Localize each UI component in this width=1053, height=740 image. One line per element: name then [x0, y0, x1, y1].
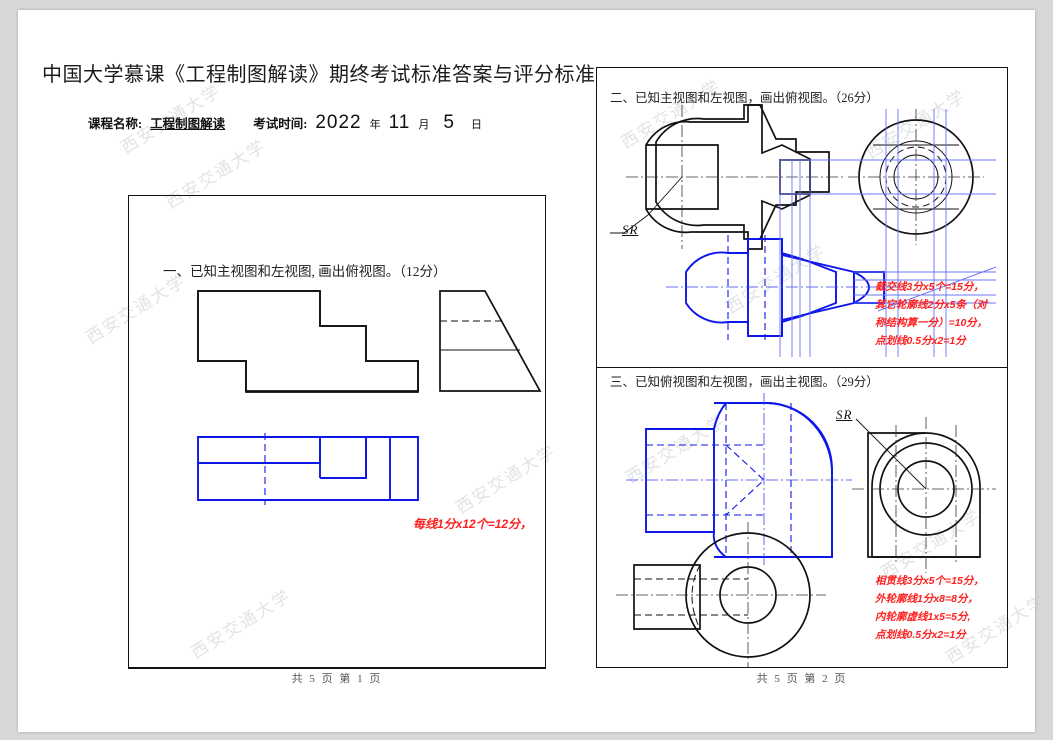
front-view-outline-main — [726, 402, 833, 558]
exam-month: 11 — [388, 112, 411, 133]
month-unit: 月 — [418, 119, 430, 131]
annotation-pointer — [877, 266, 997, 312]
top-view-silhouette — [685, 238, 837, 337]
year-unit: 年 — [369, 119, 381, 131]
left-view-outline — [439, 290, 542, 392]
q3-left-view — [852, 417, 996, 573]
score-line: 点划线0.5分x2=1分 — [875, 629, 966, 641]
question-2-title: 二、已知主视图和左视图，画出俯视图。（26分） — [610, 91, 879, 105]
question-1-title: 一、已知主视图和左视图, 画出俯视图。（12分） — [163, 264, 447, 279]
sr-label-q2: SR — [622, 222, 639, 237]
score-line: 外轮廓线1分x8=8分， — [875, 593, 978, 605]
footer-left-rule — [128, 668, 546, 669]
exam-year: 2022 — [315, 112, 362, 133]
course-name-value: 工程制图解读 — [150, 117, 226, 131]
question-3-score-note: 相贯线3分x5个=15分， 外轮廓线1分x8=8分， 内轮廓虚线1x5=5分, … — [875, 572, 984, 644]
top-view-edge-3 — [320, 437, 367, 479]
score-line: 截交线3分x5个=15分， — [875, 281, 984, 293]
top-view-intersection-curve — [853, 271, 870, 304]
score-line: 其它轮廓线2分x5条（对 — [875, 299, 988, 311]
left-view-outline-left — [871, 432, 927, 557]
question-1-frame — [128, 195, 546, 668]
exam-time-label: 考试时间: — [253, 117, 308, 131]
page-title: 中国大学慕课《工程制图解读》期终考试标准答案与评分标准 — [42, 64, 596, 86]
score-line: 相贯线3分x5个=15分， — [875, 575, 984, 587]
front-view-outline — [197, 290, 419, 392]
front-view-step — [197, 290, 419, 393]
q2-projection-lines — [779, 109, 997, 357]
q3-front-view-answer — [626, 393, 852, 567]
q2-top-view-answer — [666, 235, 906, 340]
left-view-outline-right — [867, 432, 981, 558]
sr-leader-line — [647, 176, 683, 216]
top-view-edge-1 — [198, 437, 321, 464]
top-view-outline — [197, 436, 419, 501]
q2-left-view — [848, 109, 984, 245]
sr-leader-q3 — [855, 418, 927, 490]
sr-leader-tail — [610, 214, 649, 234]
score-line: 内轮廓虚线1x5=5分, — [875, 611, 971, 623]
exam-page: 西安交通大学 西安交通大学 西安交通大学 西安交通大学 西安交通大学 西安交通大… — [18, 10, 1049, 732]
question-1-score-note: 每线1分x12个=12分， — [413, 517, 533, 531]
course-name-label: 课程名称: — [88, 117, 143, 131]
question-2-frame — [596, 67, 1008, 367]
front-view-fillet-top — [713, 402, 727, 430]
exam-day: 5 — [443, 112, 455, 133]
front-view-fillet-bottom — [712, 531, 727, 558]
question-2-drawing — [610, 104, 997, 357]
top-view-answer — [197, 433, 419, 505]
day-unit: 日 — [470, 119, 482, 131]
question-2-score-note: 截交线3分x5个=15分， 其它轮廓线2分x5条（对 称结构算一分）=10分， … — [875, 278, 987, 350]
q2-front-view — [610, 104, 846, 250]
question-3-drawing — [616, 393, 996, 667]
intersection-curve — [725, 444, 765, 516]
question-3-title: 三、已知俯视图和左视图，画出主视图。（29分） — [610, 375, 879, 389]
score-line: 称结构算一分）=10分， — [875, 317, 988, 329]
q3-top-view — [616, 522, 826, 667]
exam-meta-row: 课程名称: 工程制图解读 考试时间: 2022 年 11 月 5 日 — [88, 112, 558, 134]
top-view-hidden-arc — [691, 564, 701, 630]
score-line: 点划线0.5分x2=1分 — [875, 335, 966, 347]
footer-page-1: 共 5 页 第 1 页 — [291, 673, 383, 685]
question-3-frame — [596, 367, 1008, 668]
footer-page-2: 共 5 页 第 2 页 — [756, 673, 848, 685]
sr-label-q3: SR — [836, 407, 853, 422]
question-1-drawing — [197, 290, 542, 505]
